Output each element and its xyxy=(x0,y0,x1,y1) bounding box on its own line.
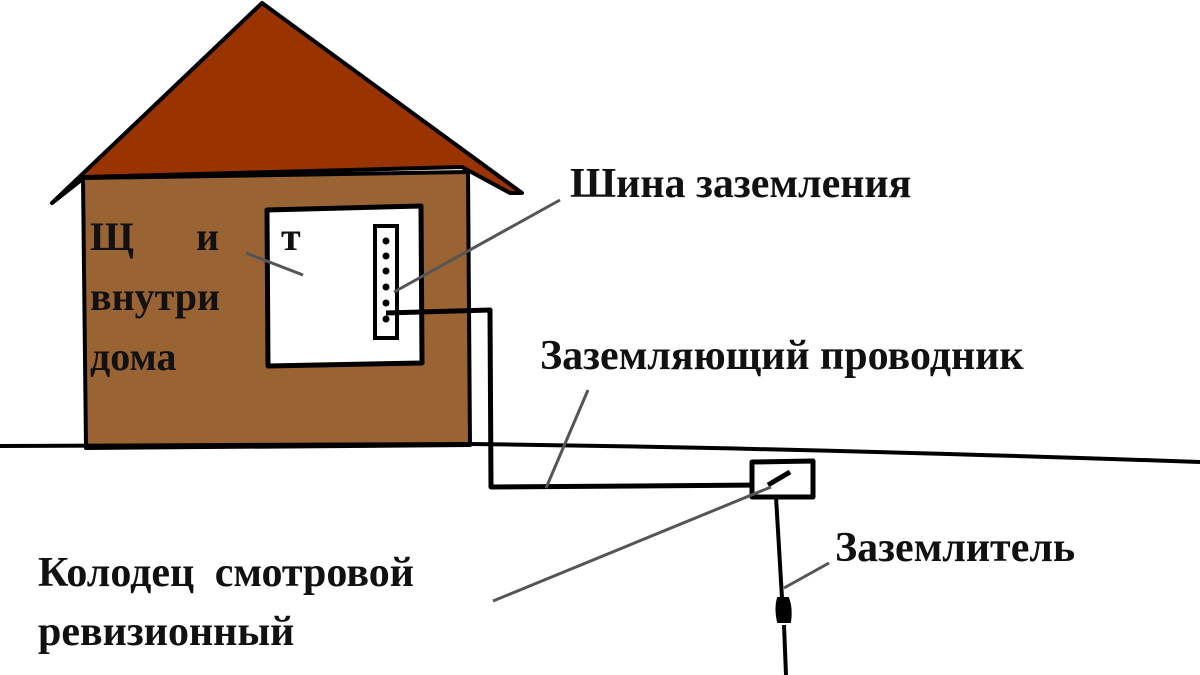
well-connection xyxy=(766,469,792,488)
grounding-bus-bar xyxy=(373,224,399,340)
grounding-electrode-label: Заземлитель xyxy=(835,525,1076,571)
leader-bus xyxy=(393,198,561,294)
panel-label-line2: внутри xyxy=(90,274,221,319)
house-roof xyxy=(50,1,524,205)
panel-label-letter: т xyxy=(280,214,303,259)
panel-label-letter: и xyxy=(195,214,221,259)
grounding-electrode-tip xyxy=(775,597,792,623)
leader-conductor xyxy=(544,389,590,489)
inspection-well-label-line2: ревизионный xyxy=(38,609,295,655)
grounding-electrode-rod xyxy=(774,496,788,675)
grounding-conductor-label: Заземляющий проводник xyxy=(540,333,1024,379)
leader-electrode xyxy=(783,561,830,590)
ground-surface-line xyxy=(0,441,1200,464)
leader-panel xyxy=(245,251,304,277)
grounding-bus-label: Шина заземления xyxy=(570,161,912,207)
inspection-well-label-line1: Колодец смотровой xyxy=(38,550,414,596)
bus-bar-terminals xyxy=(382,237,390,323)
panel-label-letter: Щ xyxy=(90,214,136,259)
panel-label-line1: Щ и т xyxy=(90,217,303,257)
leader-well xyxy=(492,485,772,603)
panel-label-line3: дома xyxy=(90,334,177,379)
